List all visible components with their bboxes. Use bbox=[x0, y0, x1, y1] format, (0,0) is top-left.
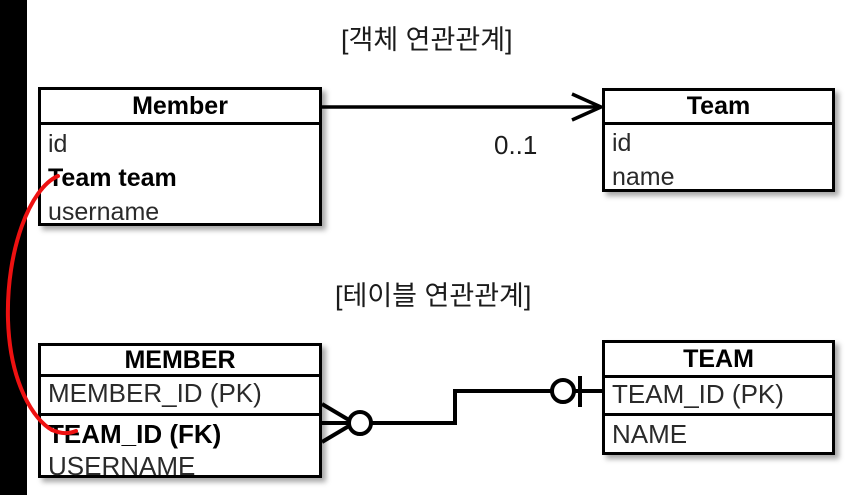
object-association-connector bbox=[322, 92, 606, 122]
member-class-title: Member bbox=[41, 90, 319, 125]
table-section-caption: [테이블 연관관계] bbox=[335, 281, 532, 311]
team-table-columns: NAME bbox=[605, 416, 832, 450]
left-gutter-bar bbox=[0, 0, 27, 495]
crowsfoot-prong-upper bbox=[320, 402, 356, 425]
cardinality-zero-circle-member bbox=[347, 410, 373, 436]
member-table-pk-group: MEMBER_ID (PK) bbox=[41, 377, 319, 416]
member-class-attributes: id Team team username bbox=[41, 125, 319, 229]
member-table-columns: TEAM_ID (FK) USERNAME bbox=[41, 416, 319, 482]
team-class-attributes: id name bbox=[605, 125, 832, 194]
attribute-username: username bbox=[48, 198, 160, 226]
column-member-id-pk: MEMBER_ID (PK) bbox=[48, 378, 262, 408]
team-table-title: TEAM bbox=[605, 343, 832, 378]
team-class-title: Team bbox=[605, 91, 832, 125]
member-table-box: MEMBER MEMBER_ID (PK) TEAM_ID (FK) USERN… bbox=[38, 343, 322, 481]
crowsfoot-prong-lower bbox=[320, 421, 356, 444]
attribute-id: id bbox=[48, 130, 68, 158]
column-username: USERNAME bbox=[48, 451, 196, 481]
member-class-box: Member id Team team username bbox=[38, 87, 322, 226]
table-relationship-connector bbox=[320, 376, 602, 444]
column-name: NAME bbox=[612, 419, 688, 449]
cardinality-zero-circle-team bbox=[550, 378, 576, 404]
association-open-arrowhead bbox=[571, 92, 606, 122]
attribute-team-name: name bbox=[612, 163, 675, 191]
column-team-id-fk: TEAM_ID (FK) bbox=[48, 419, 222, 449]
association-multiplicity-label: 0..1 bbox=[494, 130, 538, 160]
team-table-pk-group: TEAM_ID (PK) bbox=[605, 378, 832, 416]
column-team-id-pk: TEAM_ID (PK) bbox=[612, 379, 784, 409]
attribute-team-team: Team team bbox=[48, 164, 177, 192]
object-section-caption: [객체 연관관계] bbox=[341, 25, 513, 55]
team-table-box: TEAM TEAM_ID (PK) NAME bbox=[602, 340, 835, 455]
member-table-title: MEMBER bbox=[41, 346, 319, 377]
team-class-box: Team id name bbox=[602, 88, 835, 192]
attribute-team-id: id bbox=[612, 129, 632, 157]
